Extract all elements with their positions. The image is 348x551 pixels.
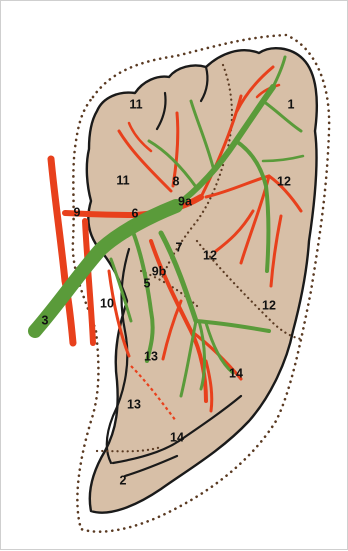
label-segment-12-lower: 12: [262, 298, 276, 312]
label-segment-14-right: 14: [229, 366, 243, 380]
label-segment-10: 10: [100, 296, 114, 310]
label-segment-3: 3: [42, 313, 49, 327]
label-segment-1: 1: [288, 97, 295, 111]
label-segment-11-top: 11: [129, 97, 142, 111]
label-segment-14-lower: 14: [170, 430, 184, 444]
label-segment-13-lower: 13: [127, 397, 141, 411]
label-segment-13-upper: 13: [144, 349, 158, 363]
label-segment-8: 8: [173, 174, 180, 188]
label-segment-7: 7: [176, 240, 183, 254]
label-segment-9: 9: [74, 205, 81, 219]
label-segment-5: 5: [144, 276, 151, 290]
label-segment-11-left: 11: [116, 173, 129, 187]
label-segment-6: 6: [132, 206, 139, 220]
artery-gastroduodenal: [85, 221, 93, 343]
label-segment-12-mid: 12: [203, 248, 217, 262]
label-segment-12-upper: 12: [277, 174, 291, 188]
label-segment-2: 2: [120, 473, 127, 487]
label-segment-9a: 9a: [178, 194, 193, 208]
label-segment-9b: 9b: [152, 264, 167, 278]
